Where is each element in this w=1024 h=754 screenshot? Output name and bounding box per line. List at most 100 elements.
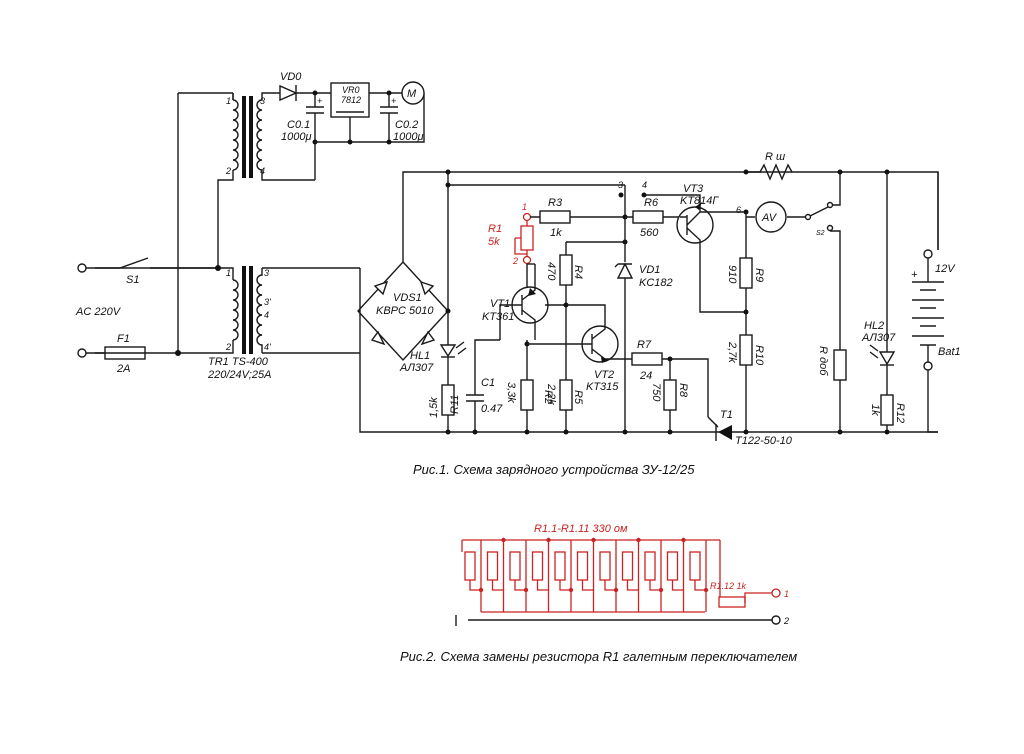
c1-value: 0.47 (481, 403, 503, 415)
r9-value: 910 (726, 265, 738, 284)
tr1-value: 220/24V;25A (207, 369, 271, 381)
aux-pin1: 1 (226, 96, 231, 106)
c01-value: 1000μ (281, 131, 312, 143)
vt3-label: VT3 (683, 183, 704, 195)
hl1-value: АЛ307 (399, 362, 434, 374)
divider-r9-r10: 6 R9 910 R10 2,7k (726, 205, 765, 435)
resistor-radd: R доб (817, 346, 847, 435)
capacitor-c02: + C0.2 1000μ (347, 90, 424, 145)
bat-plus: + (911, 269, 918, 281)
zener-vd1: VD1 KC182 (614, 185, 673, 435)
ladder-wire (559, 540, 572, 591)
bat-label: Bat1 (938, 346, 961, 358)
aux-transformer: 1 2 3 4 (225, 92, 315, 181)
c01-plus: + (317, 96, 322, 106)
ladder-wire (536, 540, 550, 591)
fig2-r12-label: R1.12 1k (710, 581, 747, 591)
c01-label: C0.1 (287, 119, 310, 131)
c1-label: C1 (481, 377, 495, 389)
vr0-label: VR0 (342, 85, 360, 95)
ladder-wire (626, 540, 640, 591)
regulator-vr0: VR0 7812 (315, 82, 400, 143)
f1-value: 2A (116, 363, 130, 375)
resistor-r4: R4 470 (545, 239, 628, 306)
node6-label: 6 (736, 205, 741, 215)
hl1-label: HL1 (410, 350, 430, 362)
ladder-wire (671, 540, 685, 591)
r1-node1: 1 (522, 202, 527, 212)
ladder-wire (649, 540, 662, 591)
aux-pin3: 3 (260, 96, 265, 106)
resistor-r12: R12 1k (869, 394, 906, 435)
resistor-r8: R8 750 (650, 359, 689, 435)
f1-label: F1 (117, 333, 130, 345)
motor-label: M (407, 88, 417, 100)
vds1-label: VDS1 (393, 292, 422, 304)
aux-pin2: 2 (225, 166, 231, 176)
c02-plus: + (391, 96, 396, 106)
ladder-wire (491, 540, 505, 591)
resistor-r2: R2 3,3k (505, 340, 554, 435)
ladder-resistor (576, 551, 589, 581)
r2-label: R2 (542, 390, 554, 404)
tr1-label: TR1 TS-400 (208, 356, 269, 368)
r8-label: R8 (677, 383, 689, 398)
transformer-tr1: 1 2 3 3' 4 4' TR1 TS-400 220/24V;25A (207, 266, 360, 381)
vr0-value: 7812 (341, 95, 361, 105)
ac-label: AC 220V (75, 306, 122, 318)
ladder-resistor (666, 551, 679, 581)
vt2-value: KT315 (586, 381, 619, 393)
led-hl2: HL2 АЛ307 (861, 169, 896, 395)
diode-vd0: VD0 (279, 71, 331, 102)
r5-label: R5 (572, 390, 584, 405)
fig1-caption: Рис.1. Схема зарядного устройства ЗУ-12/… (413, 462, 695, 477)
transistor-vt3: 3 4 VT3 KT814Г (618, 180, 746, 313)
tr1-pin3p: 3' (264, 297, 271, 307)
transistor-vt2: VT2 KT315 (527, 304, 632, 393)
fig2-resistor-ladder: R1.1-R1.11 330 ом R1.12 1k 1 2 (455, 523, 789, 626)
ladder-node (591, 537, 596, 543)
vt3-node3: 3 (618, 180, 623, 190)
r3-label: R3 (548, 197, 563, 209)
ladder-resistor (554, 551, 566, 581)
tr1-pin4: 4 (264, 310, 269, 320)
ladder-node (501, 537, 506, 543)
ladder-resistor (621, 551, 634, 581)
r11-label: R11 (449, 395, 461, 414)
r1-value: 5k (488, 236, 500, 248)
r8-value: 750 (650, 383, 662, 402)
r12-label: R12 (894, 403, 906, 423)
r6-label: R6 (644, 197, 659, 209)
ladder-wire (604, 540, 617, 591)
ladder-wire (469, 540, 482, 591)
capacitor-c1: C1 0.47 (466, 339, 503, 435)
s2-label: S2 (816, 230, 825, 237)
ladder-wire (514, 540, 527, 591)
r7-value: 24 (639, 370, 652, 382)
r4-value: 470 (545, 262, 557, 281)
bridge-vds1: VDS1 KBPC 5010 (357, 171, 449, 362)
r1-label: R1 (488, 223, 502, 235)
r12-value: 1k (869, 404, 881, 416)
hl2-label: HL2 (864, 320, 884, 332)
aux-pin4: 4 (260, 166, 265, 176)
r3-value: 1k (550, 227, 562, 239)
fig2-label: R1.1-R1.11 330 ом (534, 523, 628, 535)
led-hl1: HL1 АЛ307 (399, 308, 467, 385)
resistor-r3: R3 1k (539, 197, 625, 239)
t1-value: T122-50-10 (735, 435, 793, 447)
ladder-node (681, 537, 686, 543)
hl2-value: АЛ307 (861, 332, 896, 344)
vd1-label: VD1 (639, 264, 660, 276)
tr1-pin4p: 4' (264, 342, 271, 352)
ladder-resistor (464, 551, 476, 581)
r5-value: 2,2k (545, 383, 557, 405)
tr1-pin2: 2 (225, 342, 231, 352)
ladder-resistor (599, 551, 611, 581)
resistor-r11: R11 1,5k (428, 384, 461, 435)
fig2-term2: 2 (783, 616, 789, 626)
vt1-label: VT1 (490, 298, 510, 310)
r1-node2: 2 (512, 256, 518, 266)
bat-value: 12V (935, 263, 956, 275)
